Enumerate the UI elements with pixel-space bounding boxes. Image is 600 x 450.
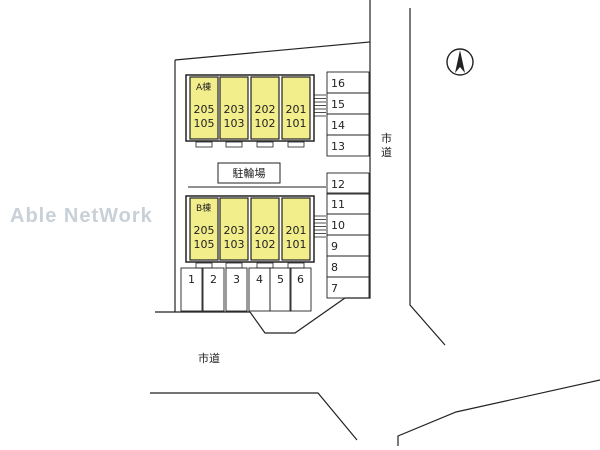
unit-lower-label: 103 bbox=[224, 238, 245, 251]
unit-upper-label: 202 bbox=[255, 224, 276, 237]
bicycle-parking: 駐輪場 bbox=[217, 162, 281, 184]
watermark-logo: Able NetWork bbox=[10, 205, 153, 227]
road-south-label: 市道 bbox=[198, 351, 220, 365]
svg-text:駐輪場: 駐輪場 bbox=[233, 166, 266, 180]
road-south bbox=[150, 379, 600, 446]
unit-lower-label: 101 bbox=[286, 117, 307, 130]
parking-space: 4 bbox=[248, 267, 271, 312]
building-name: A棟 bbox=[196, 81, 211, 93]
parking-space: 13 bbox=[326, 134, 370, 157]
parking-space: 12 bbox=[326, 172, 370, 195]
parking-number: 6 bbox=[297, 273, 304, 286]
unit-lower-label: 105 bbox=[194, 117, 215, 130]
parking-number: 13 bbox=[331, 140, 345, 153]
unit-lower-label: 101 bbox=[286, 238, 307, 251]
parking-number: 9 bbox=[331, 240, 338, 253]
unit-upper-label: 201 bbox=[286, 103, 307, 116]
parking-space: 7 bbox=[326, 276, 370, 299]
parking-number: 10 bbox=[331, 219, 345, 232]
road-east-label-2: 道 bbox=[381, 145, 392, 159]
north-arrow-icon bbox=[446, 48, 474, 76]
parking-space: 15 bbox=[326, 92, 370, 115]
parking-number: 5 bbox=[277, 273, 284, 286]
parking-number: 14 bbox=[331, 119, 345, 132]
unit-upper-label: 203 bbox=[224, 103, 245, 116]
parking-number: 1 bbox=[188, 273, 195, 286]
unit-upper-label: 201 bbox=[286, 224, 307, 237]
parking-number: 3 bbox=[233, 273, 240, 286]
road-east bbox=[409, 8, 446, 346]
unit-upper-label: 205 bbox=[194, 224, 215, 237]
unit-upper-label: 205 bbox=[194, 103, 215, 116]
parking-space: 11 bbox=[326, 192, 370, 215]
parking-space: 6 bbox=[289, 267, 312, 312]
parking-number: 12 bbox=[331, 178, 345, 191]
parking-space: 9 bbox=[326, 234, 370, 257]
parking-number: 11 bbox=[331, 198, 345, 211]
parking-number: 8 bbox=[331, 261, 338, 274]
parking-space: 14 bbox=[326, 113, 370, 136]
unit-upper-label: 202 bbox=[255, 103, 276, 116]
parking-space: 16 bbox=[326, 71, 370, 94]
parking-number: 4 bbox=[256, 273, 263, 286]
site-boundary bbox=[155, 0, 371, 334]
parking-space: 1 bbox=[180, 267, 203, 312]
parking-number: 16 bbox=[331, 77, 345, 90]
parking-space: 5 bbox=[269, 267, 292, 312]
parking-right: 16 15 14 13 12 11 10 9 8 7 bbox=[326, 71, 370, 299]
building-name: B棟 bbox=[196, 202, 211, 214]
parking-space: 2 bbox=[202, 267, 225, 312]
unit-lower-label: 102 bbox=[255, 117, 276, 130]
parking-number: 2 bbox=[210, 273, 217, 286]
parking-number: 15 bbox=[331, 98, 345, 111]
parking-space: 8 bbox=[326, 255, 370, 278]
parking-space: 10 bbox=[326, 213, 370, 236]
parking-space: 3 bbox=[225, 267, 248, 312]
unit-lower-label: 102 bbox=[255, 238, 276, 251]
road-east-label-1: 市 bbox=[381, 131, 392, 145]
parking-number: 7 bbox=[331, 282, 338, 295]
unit-lower-label: 105 bbox=[194, 238, 215, 251]
unit-upper-label: 203 bbox=[224, 224, 245, 237]
unit-lower-label: 103 bbox=[224, 117, 245, 130]
buildings: 205105203103202102201101A棟20510520310320… bbox=[185, 74, 326, 269]
